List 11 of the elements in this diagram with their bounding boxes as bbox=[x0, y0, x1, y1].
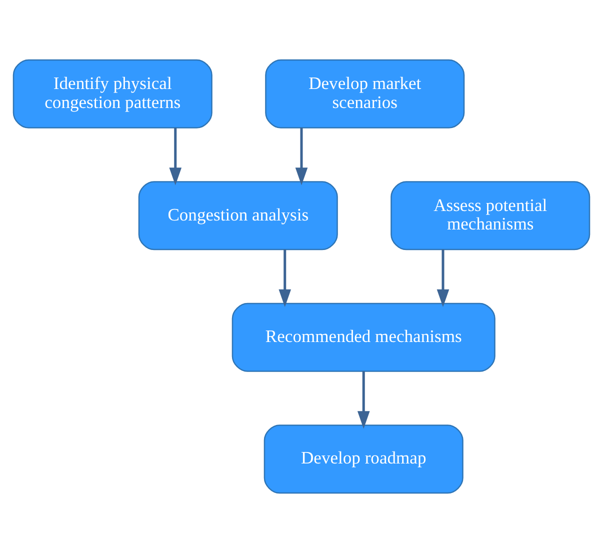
node-box: Assess potential mechanisms bbox=[390, 181, 590, 250]
node-box: Develop market scenarios bbox=[265, 59, 465, 128]
arrow bbox=[357, 371, 370, 429]
arrow bbox=[436, 250, 450, 308]
node-box: Identify physical congestion patterns bbox=[12, 59, 212, 128]
node-box: Congestion analysis bbox=[138, 181, 338, 250]
arrow bbox=[278, 250, 292, 308]
node-box: Develop roadmap bbox=[264, 424, 464, 494]
arrow bbox=[169, 128, 182, 186]
arrow bbox=[295, 128, 308, 186]
node-box: Recommended mechanisms bbox=[232, 302, 496, 372]
